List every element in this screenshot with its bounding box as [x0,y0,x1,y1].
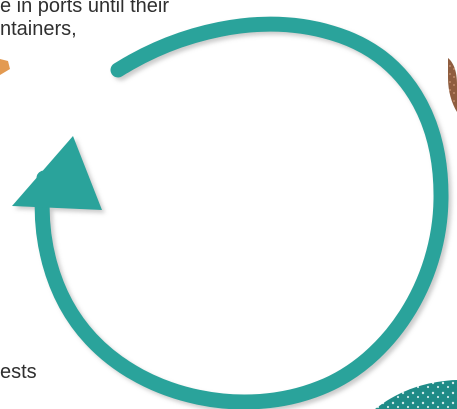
cycle-arrow-body [42,24,441,402]
cycle-arrow-head [12,136,102,210]
bottom-green-fragment [375,380,457,409]
cycle-arrow [12,24,441,402]
right-brown-fragment [448,58,457,112]
left-orange-fragment [0,59,10,75]
